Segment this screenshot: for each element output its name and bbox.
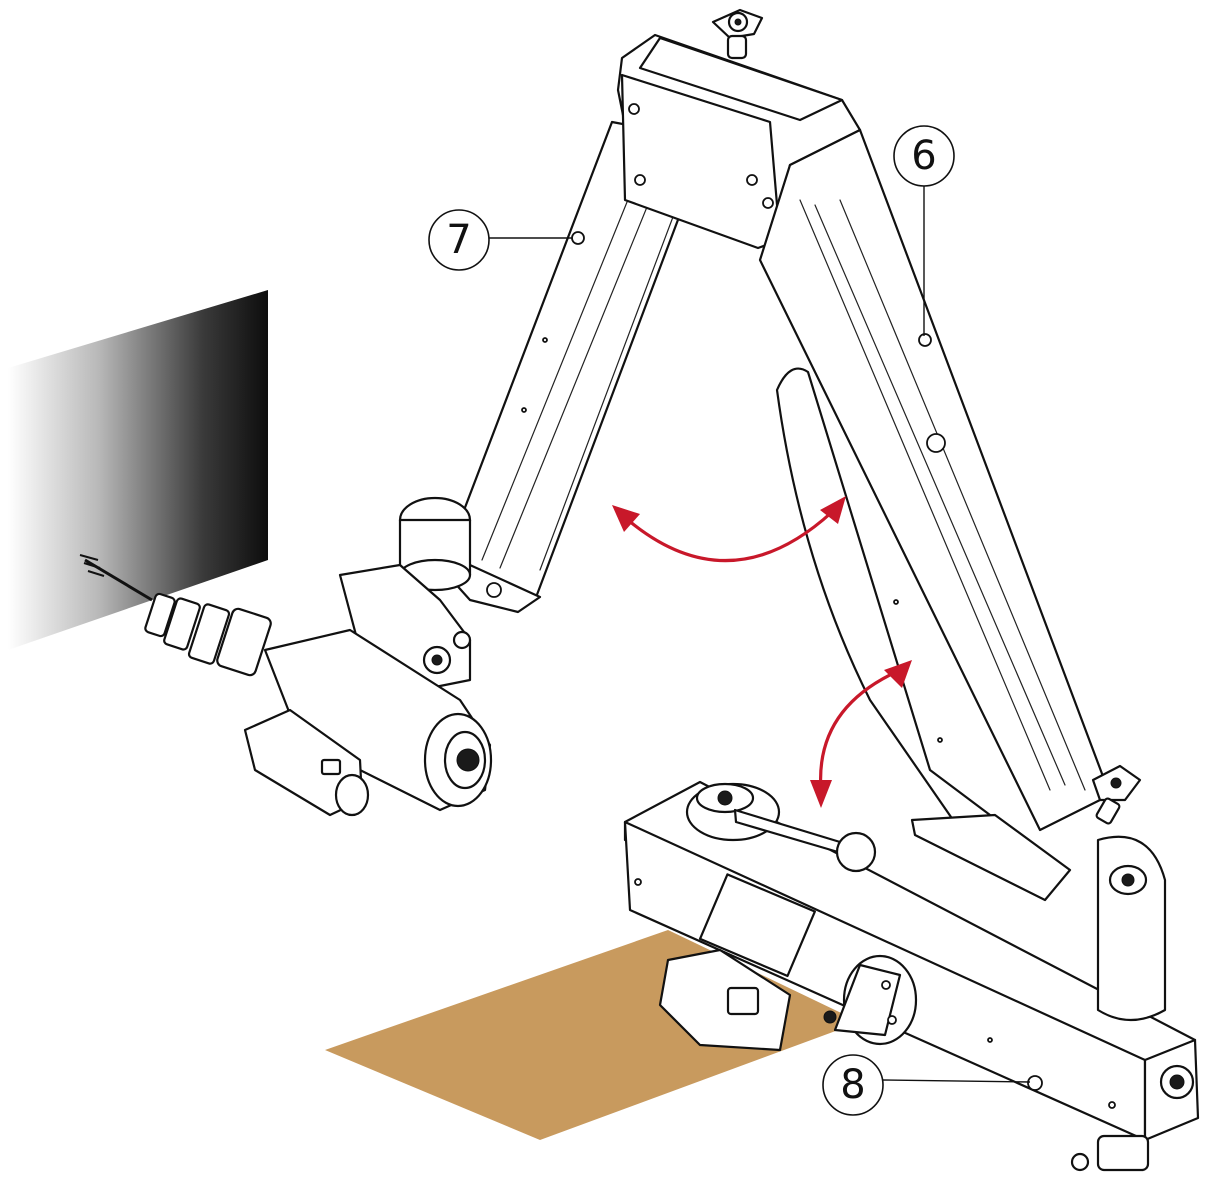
main-arm [758,128,1112,848]
callout-7-label: 7 [446,217,471,263]
callout-6-label: 6 [911,133,936,179]
tapping-head [79,496,493,817]
base-rotation-arrow [810,660,912,808]
workpiece-wall [8,290,268,650]
elbow-rotation-arrow [612,496,846,563]
callout-7: 7 [428,209,572,271]
elbow-block [616,8,862,250]
base-beam [623,764,1200,1172]
callout-6: 6 [893,125,955,336]
callout-8: 8 [822,1054,1031,1116]
callout-8-label: 8 [840,1062,865,1108]
